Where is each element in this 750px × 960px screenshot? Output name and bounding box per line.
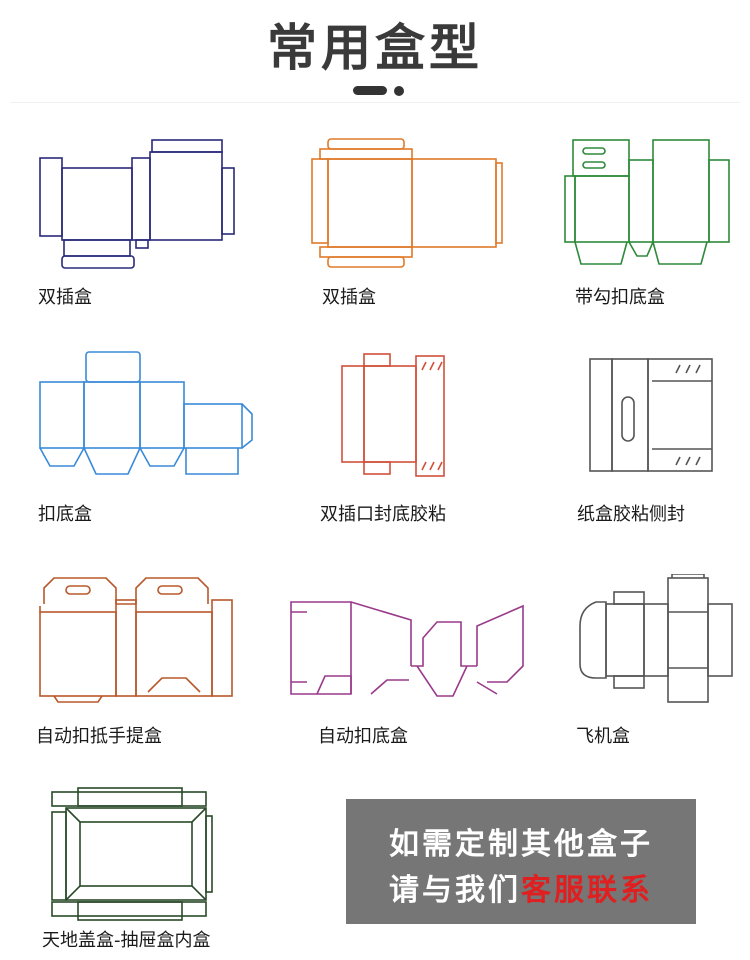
box-label: 带勾扣底盒 bbox=[575, 287, 665, 308]
cta-line-1: 如需定制其他盒子 bbox=[389, 827, 653, 862]
title-divider bbox=[10, 102, 740, 103]
box-diagram-airplane-box[interactable] bbox=[576, 574, 738, 706]
box-diagram-side-glued[interactable] bbox=[586, 355, 718, 477]
box-label: 自动扣抵手提盒 bbox=[36, 726, 162, 747]
cta-line-2: 请与我们客服联系 bbox=[346, 865, 696, 909]
box-label: 天地盖盒-抽屉盒内盒 bbox=[42, 930, 211, 951]
box-label: 自动扣底盒 bbox=[318, 726, 408, 747]
page-title: 常用盒型 bbox=[267, 19, 483, 77]
box-diagram-double-tuck-2[interactable] bbox=[308, 137, 504, 269]
box-diagram-drawer-box[interactable] bbox=[48, 786, 216, 922]
decoration-dot bbox=[394, 86, 404, 96]
box-label: 纸盒胶粘侧封 bbox=[577, 504, 685, 525]
box-label: 双插盒 bbox=[38, 287, 92, 308]
box-diagram-handle-box[interactable] bbox=[36, 574, 238, 706]
box-label: 飞机盒 bbox=[576, 726, 630, 747]
decoration-pill bbox=[353, 86, 387, 95]
box-diagram-auto-lock-bottom[interactable] bbox=[287, 598, 527, 700]
box-label: 双插盒 bbox=[322, 287, 376, 308]
cta-line-2-prefix: 请与我们 bbox=[389, 873, 521, 908]
box-diagram-double-tuck-1[interactable] bbox=[36, 138, 240, 272]
box-diagram-hook-base[interactable] bbox=[563, 138, 733, 268]
contact-service-link[interactable]: 客服联系 bbox=[521, 873, 653, 908]
box-label: 扣底盒 bbox=[38, 504, 92, 525]
box-diagram-glued-bottom[interactable] bbox=[338, 352, 450, 478]
box-diagram-lock-bottom[interactable] bbox=[36, 350, 256, 480]
custom-box-contact-banner[interactable]: 如需定制其他盒子 请与我们客服联系 bbox=[346, 799, 696, 924]
box-label: 双插口封底胶粘 bbox=[320, 504, 446, 525]
